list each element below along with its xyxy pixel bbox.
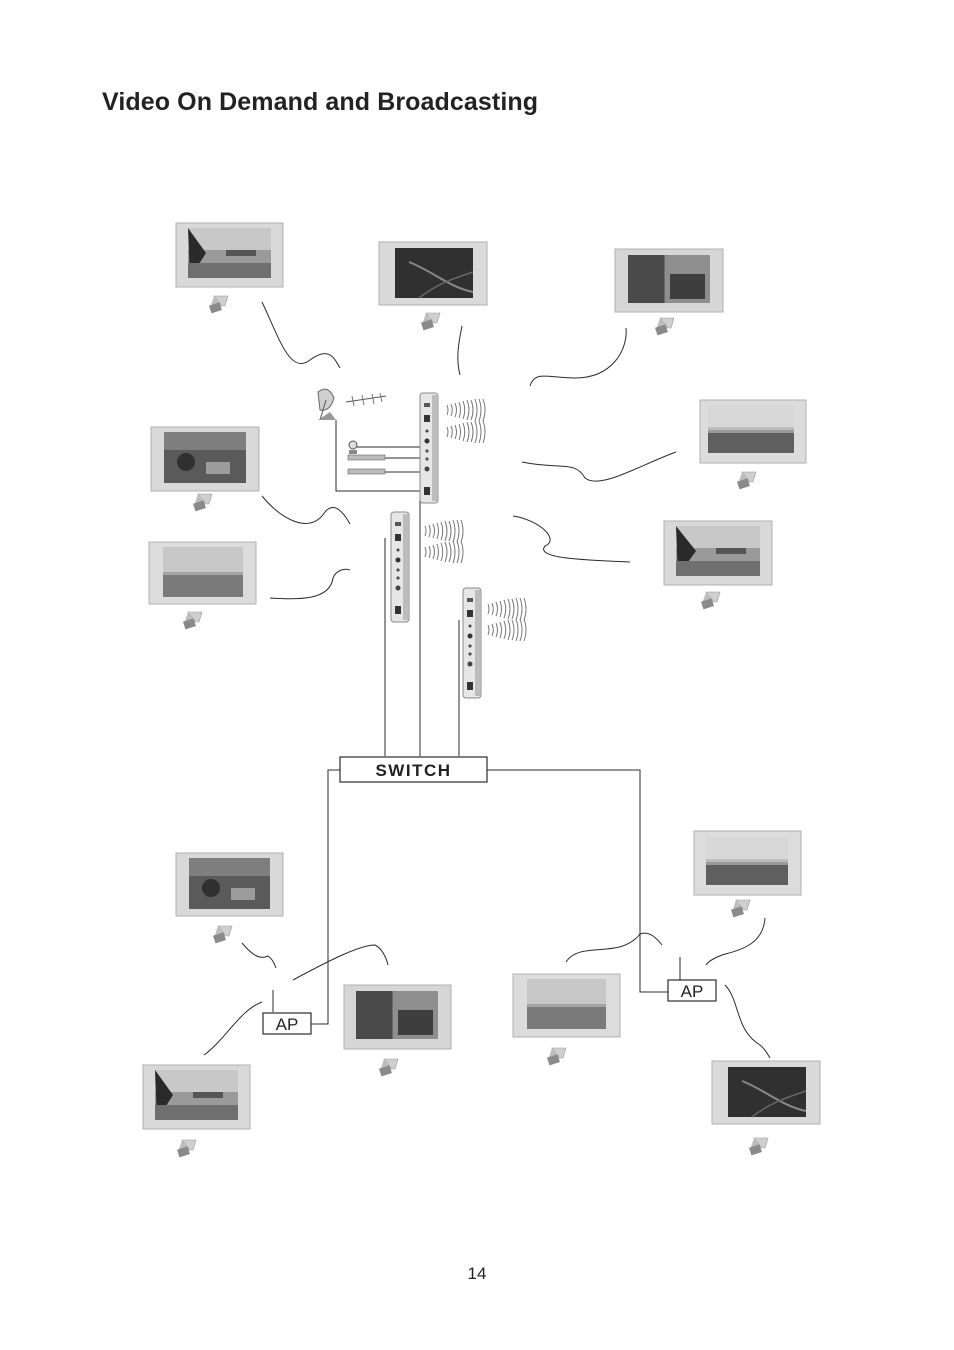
tv-bottom-left-lower	[143, 1065, 250, 1129]
wireless-links	[204, 302, 770, 1058]
set-top-box-mid	[391, 512, 409, 622]
tv-bottom-left-upper	[176, 853, 283, 916]
tv-left-upper	[151, 427, 259, 491]
access-point-left: AP	[263, 1013, 311, 1034]
tv-bottom-left-center	[344, 985, 451, 1049]
tv-right-lower	[664, 521, 772, 585]
tv-left-lower	[149, 542, 256, 604]
tv-bottom-right-lower	[712, 1061, 820, 1124]
antenna-array	[318, 389, 386, 474]
set-top-box-low	[463, 588, 481, 698]
switch-label: SWITCH	[375, 761, 451, 780]
tv-top-right	[615, 249, 723, 312]
ap-left-label: AP	[276, 1015, 299, 1034]
tv-bottom-right-center	[513, 974, 620, 1037]
page-number: 14	[0, 1264, 954, 1284]
tv-top-left	[176, 223, 283, 287]
tv-bottom-right-upper	[694, 831, 801, 895]
access-point-right: AP	[668, 980, 716, 1001]
tv-top-center	[379, 242, 487, 305]
set-top-box-main	[420, 393, 438, 503]
tv-right-upper	[700, 400, 806, 463]
wired-links	[273, 420, 680, 1024]
ap-right-label: AP	[681, 982, 704, 1001]
network-switch: SWITCH	[340, 757, 487, 782]
